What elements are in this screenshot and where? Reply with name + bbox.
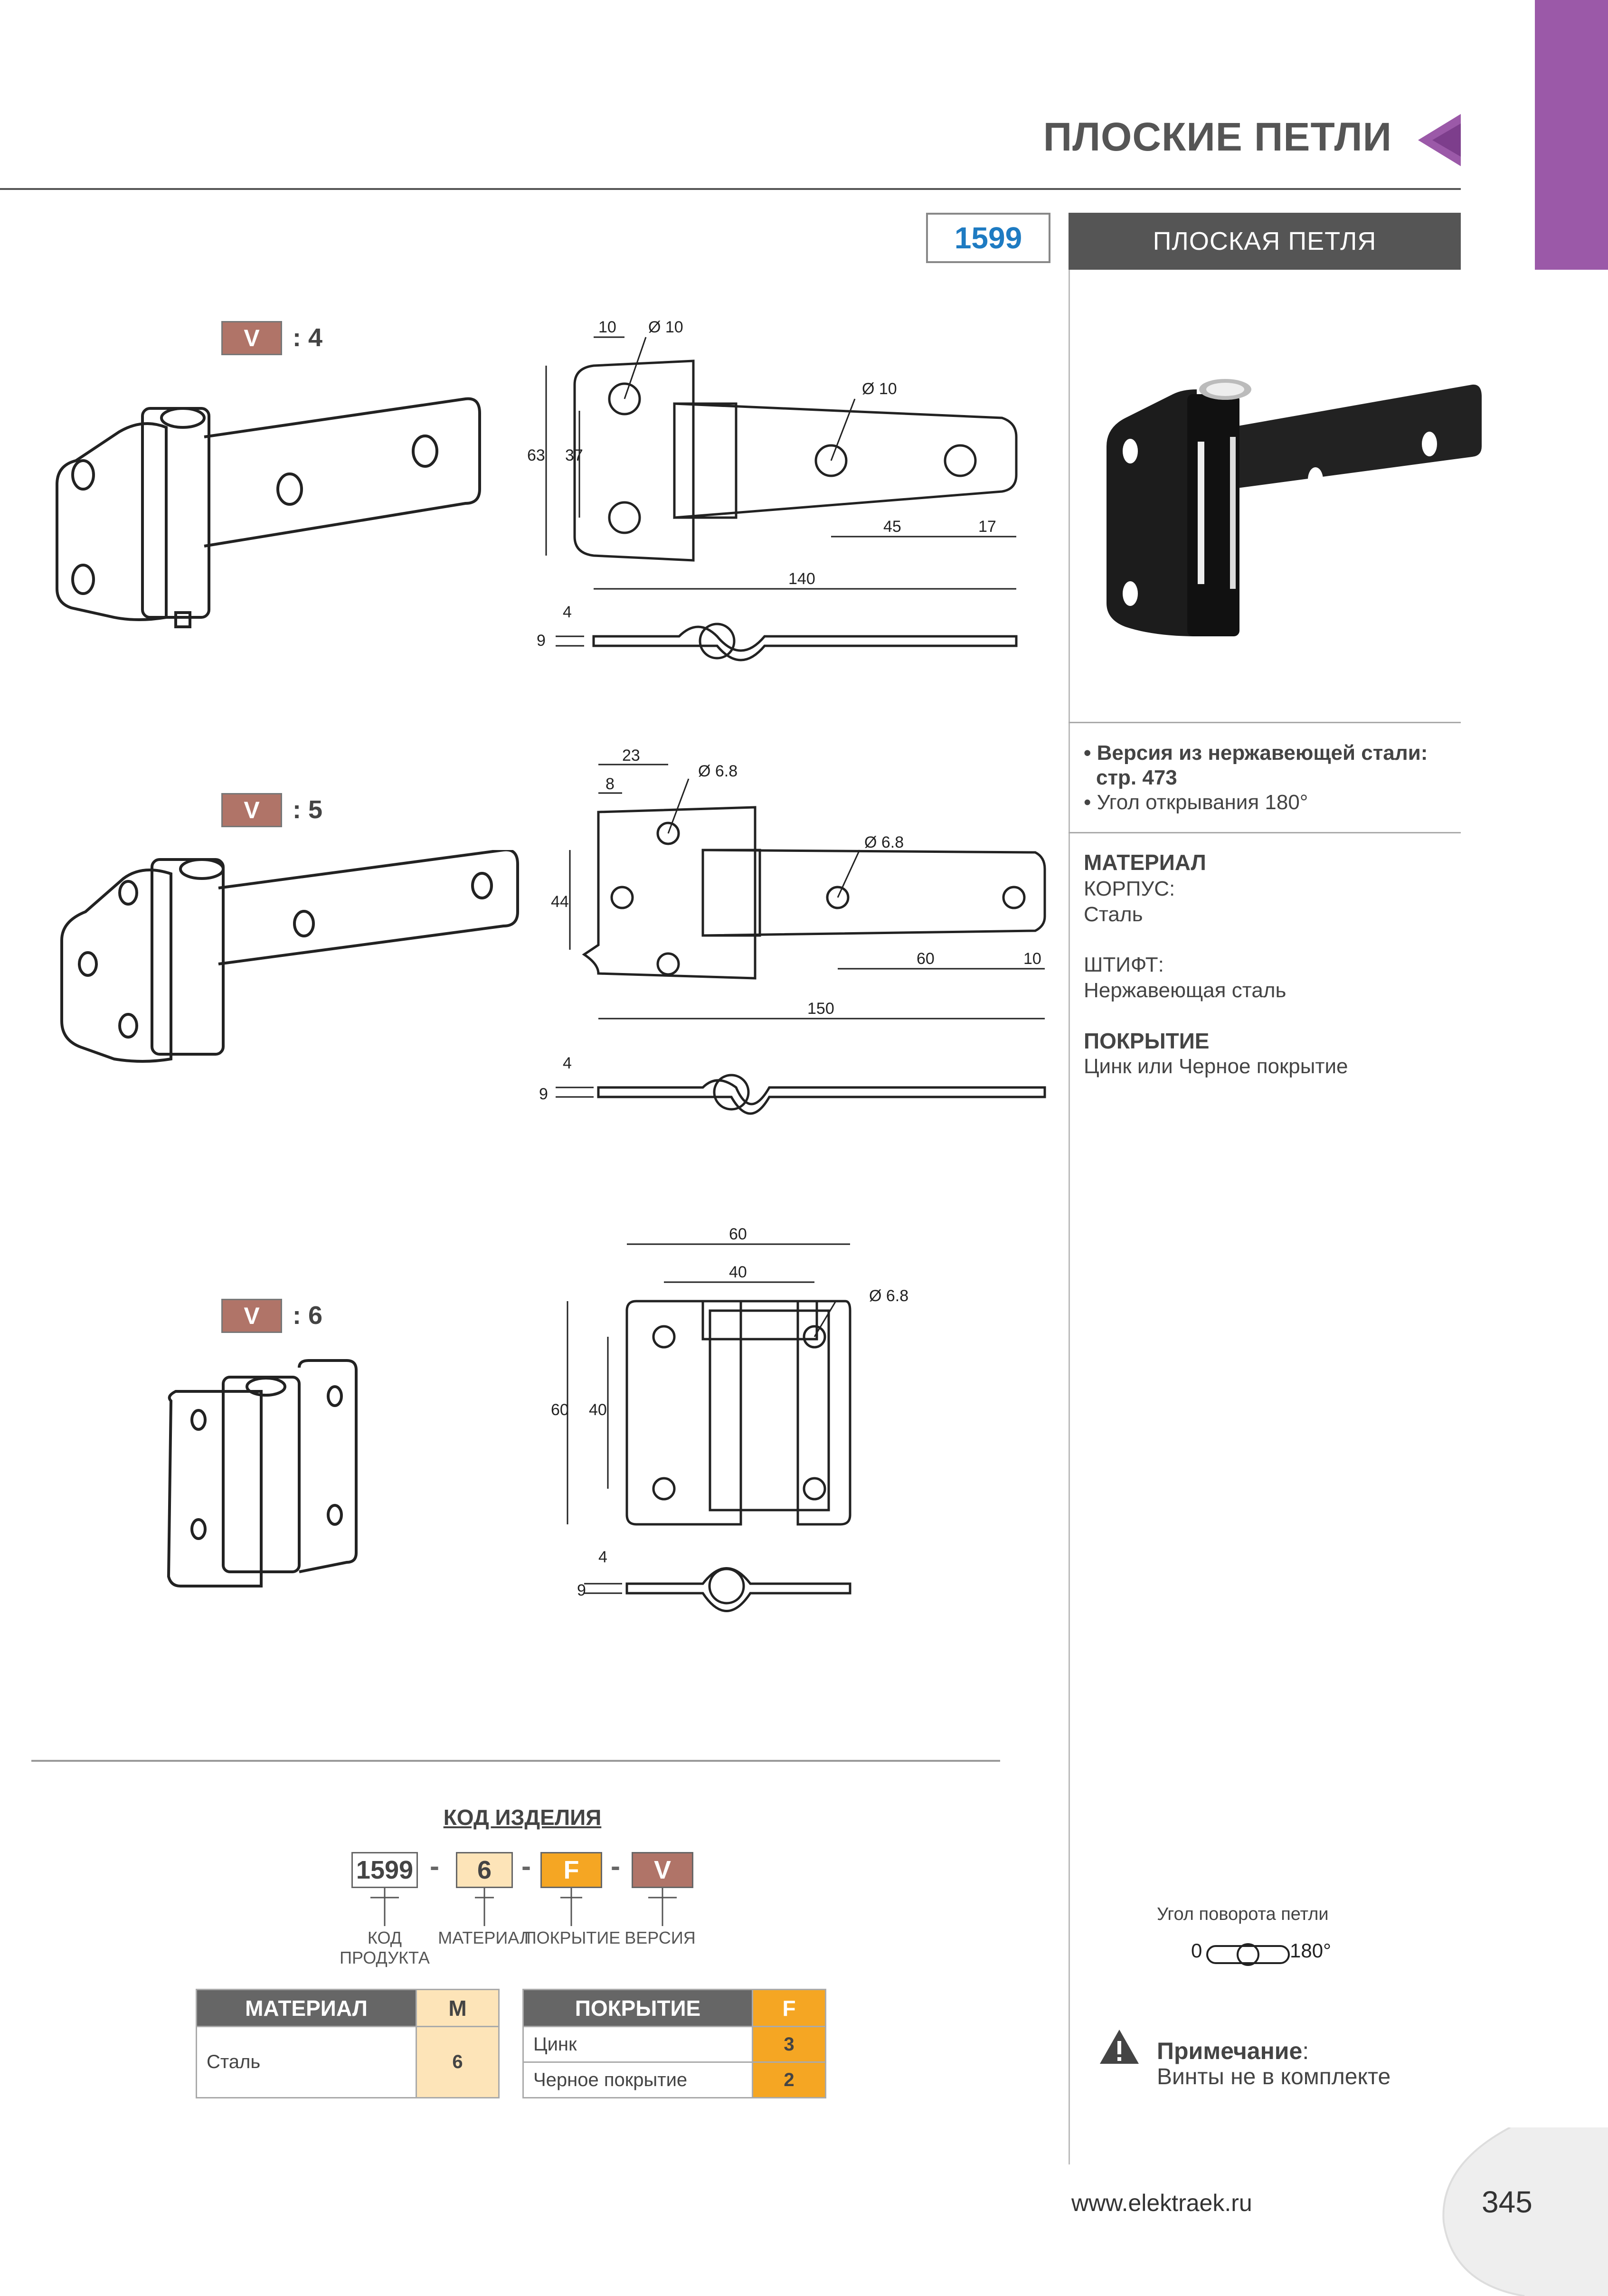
warning-icon [1100,2030,1139,2064]
feature-item: стр. 473 [1096,766,1177,789]
dim-label: Ø 6.8 [869,1287,908,1305]
product-code-box: 1599 [926,213,1050,263]
coating-row-code: 3 [752,2026,826,2063]
note-title: Примечание: [1157,2038,1309,2064]
page-title: ПЛОСКИЕ ПЕТЛИ [1043,114,1392,159]
material-table-header: МАТЕРИАЛ [196,1989,417,2027]
dim-label: 40 [729,1263,747,1281]
coating-row-code: 2 [752,2061,826,2098]
code-dash: - [611,1850,620,1882]
dim-label: 44 [551,893,569,911]
rotation-max: 180° [1290,1939,1331,1962]
hinge-v4-isometric [56,397,481,628]
version-number: : 4 [293,323,323,352]
product-name-box: ПЛОСКАЯ ПЕТЛЯ [1069,213,1461,270]
column-divider [1069,270,1070,2164]
dim-label: 9 [539,1085,548,1103]
code-connectors [370,1888,677,1926]
dim-label: 63 [527,446,545,464]
dim-label: 60 [551,1401,569,1419]
code-label-version: ВЕРСИЯ [624,1928,696,1947]
coating-table: ПОКРЫТИЕ F Цинк 3 Черное покрытие 2 [522,1989,826,2098]
material-row-code: 6 [416,2026,500,2098]
code-dash: - [521,1850,531,1882]
code-part-version: V [632,1852,693,1888]
hinge-product-photo [1107,379,1482,636]
material-table: МАТЕРИАЛ M Сталь 6 [196,1989,500,2098]
website-link[interactable]: www.elektraek.ru [1071,2190,1252,2216]
material-heading: МАТЕРИАЛ [1084,850,1206,875]
dim-label: 10 [598,318,616,336]
dim-label: 23 [622,746,640,765]
feature-item: • Угол открывания 180° [1084,791,1308,814]
dim-label: 9 [577,1581,586,1599]
dim-label: 10 [1023,950,1041,968]
dim-label: 150 [807,1000,834,1018]
dim-label: 37 [565,446,583,464]
features-rule [1069,722,1461,723]
pin-label: ШТИФТ: [1084,953,1164,976]
material-table-col: M [416,1989,500,2027]
body-value: Сталь [1084,903,1143,926]
header-rule [0,188,1461,190]
version-number: : 5 [293,795,323,824]
coating-row-name: Цинк [522,2026,753,2063]
dim-label: Ø 6.8 [864,833,904,851]
hinge-v4-drawing: 10 Ø 10 Ø 10 63 37 45 17 140 4 9 [527,318,1018,661]
dim-label: Ø 10 [862,380,897,398]
hinge-v5-drawing: 23 8 Ø 6.8 Ø 6.8 44 60 10 150 4 9 [539,746,1046,1115]
page-corner-curl [1442,2127,1608,2296]
rotation-min: 0 [1191,1939,1202,1962]
purple-page-tab [1535,0,1608,270]
code-dash: - [430,1850,439,1882]
dim-label: 140 [788,570,815,588]
dim-label: 4 [598,1548,607,1566]
version-tag: V [221,793,282,827]
hinge-v5-isometric [60,850,519,1063]
code-part-product: 1599 [351,1852,418,1888]
dim-label: Ø 6.8 [698,762,738,780]
version-tag: V [221,1299,282,1333]
hinge-v6-drawing: 60 40 Ø 6.8 60 40 4 9 [551,1225,908,1612]
rotation-label: Угол поворота петли [1157,1904,1329,1924]
code-label-coating: ПОКРЫТИЕ [524,1928,621,1947]
hinge-v6-isometric [167,1359,358,1587]
dim-label: 60 [917,950,935,968]
section-rule [31,1760,1000,1762]
triangle-arrow-icon [1418,114,1461,166]
dim-label: 4 [563,603,572,621]
feature-item: • Версия из нержавеющей стали: [1084,741,1428,765]
dim-label: 9 [537,632,546,650]
material-rule [1069,832,1461,833]
code-label-material: МАТЕРИАЛ [438,1928,531,1947]
material-row-name: Сталь [196,2026,417,2098]
dim-label: 40 [589,1401,607,1419]
version-tag: V [221,321,282,355]
coating-table-col: F [752,1989,826,2027]
coating-value: Цинк или Черное покрытие [1084,1055,1348,1078]
dim-label: 4 [563,1054,572,1072]
coating-heading: ПОКРЫТИЕ [1084,1029,1210,1053]
dim-label: Ø 10 [648,318,683,336]
dim-label: 8 [605,775,615,793]
coating-table-header: ПОКРЫТИЕ [522,1989,753,2027]
pin-value: Нержавеющая сталь [1084,979,1286,1002]
rotation-icon [1206,1943,1290,1966]
code-part-coating: F [540,1852,602,1888]
page-number: 345 [1482,2185,1532,2219]
dim-label: 60 [729,1225,747,1243]
code-part-material: 6 [456,1852,513,1888]
version-number: : 6 [293,1301,323,1330]
coating-row-name: Черное покрытие [522,2061,753,2098]
body-label: КОРПУС: [1084,877,1175,900]
dim-label: 17 [978,518,996,536]
product-code-title: КОД ИЗДЕЛИЯ [443,1805,602,1830]
note-text: Винты не в комплекте [1157,2064,1391,2089]
dim-label: 45 [883,518,901,536]
